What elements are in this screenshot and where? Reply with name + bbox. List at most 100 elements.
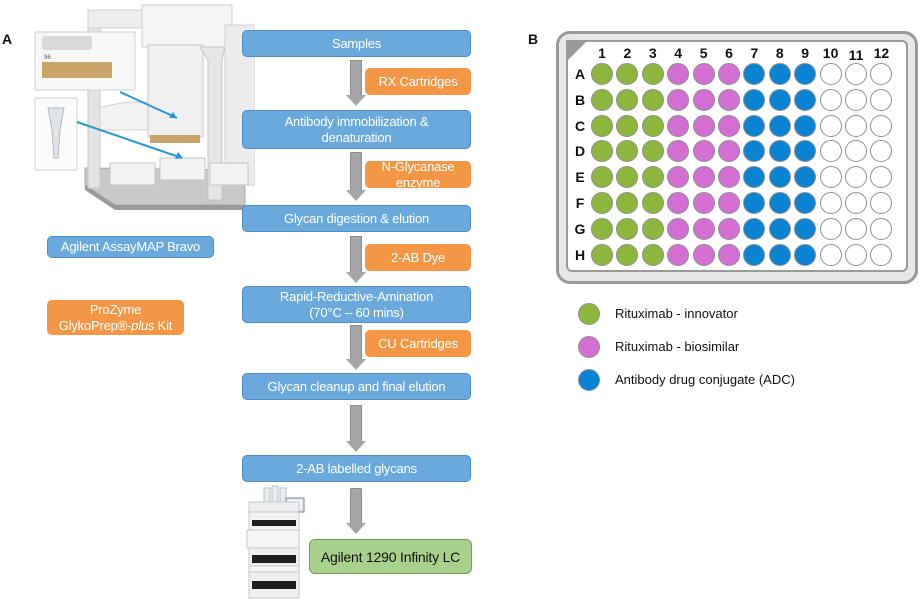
well-G10	[819, 217, 842, 240]
agilent-1290-lc-box: Agilent 1290 Infinity LC	[309, 539, 472, 574]
prozyme-kit-line1: ProZyme	[89, 301, 142, 317]
well-D1	[591, 140, 613, 163]
well-D7	[743, 140, 766, 163]
well-E4	[667, 166, 690, 189]
well-E11	[845, 166, 867, 189]
plate-row-label: G	[574, 220, 586, 237]
well-A9	[794, 63, 817, 85]
well-C3	[641, 114, 664, 137]
plate-column-label: 4	[674, 45, 683, 61]
plate-column-label: 2	[623, 45, 632, 61]
well-F4	[667, 192, 690, 214]
step-text: Glycan cleanup and final elution	[267, 378, 446, 394]
well-F12	[870, 192, 893, 214]
plate-row-label: A	[574, 66, 586, 82]
well-A11	[845, 63, 867, 85]
well-F3	[641, 192, 664, 214]
prozyme-kit-label: ProZyme GlykoPrep®-plus Kit	[47, 300, 184, 335]
well-C2	[616, 114, 639, 137]
reagent-n-glycanase: N-Glycanase enzyme	[365, 158, 471, 190]
step-text-line2: (70°C – 60 mins)	[309, 304, 404, 320]
well-C11	[845, 114, 867, 137]
reagent-text: CU Cartridges	[378, 335, 458, 351]
reagent-text: 2-AB Dye	[390, 249, 446, 265]
reagent-rx-cartridges: RX Cartridges	[365, 68, 471, 95]
panel-label-a: A	[2, 31, 13, 47]
well-A10	[819, 63, 842, 85]
well-H12	[870, 243, 893, 266]
well-D10	[819, 140, 842, 163]
well-A2	[616, 63, 639, 85]
workflow-step-immobilization: Antibody immobilization & denaturation	[242, 110, 471, 149]
step-text: Samples	[331, 35, 382, 51]
well-D9	[794, 140, 817, 163]
legend-label-adc: Antibody drug conjugate (ADC)	[615, 372, 795, 387]
well-F10	[819, 192, 842, 214]
plate-column-label: 6	[725, 45, 733, 61]
well-B10	[819, 88, 842, 111]
well-C4	[667, 114, 690, 137]
workflow-step-amination: Rapid-Reductive-Amination (70°C – 60 min…	[242, 286, 471, 323]
well-A8	[768, 63, 791, 85]
well-D3	[641, 140, 664, 163]
well-C7	[743, 114, 766, 137]
plate-column-label: 9	[801, 45, 810, 61]
legend-label-innovator: Rituximab - innovator	[615, 306, 738, 321]
well-B12	[870, 88, 893, 111]
well-C6	[718, 114, 740, 137]
legend-swatch-innovator	[578, 303, 600, 325]
well-C12	[870, 114, 893, 137]
well-E6	[718, 166, 740, 189]
plate-row-label: B	[574, 91, 586, 108]
well-G1	[591, 217, 613, 240]
flow-arrow-4	[346, 325, 366, 370]
reagent-text: N-Glycanase enzyme	[381, 158, 455, 190]
plate-row-label: F	[575, 195, 585, 211]
well-G9	[794, 217, 817, 240]
well-E7	[743, 166, 766, 189]
plate-row-label: E	[575, 169, 585, 186]
reagent-text: RX Cartridges	[378, 73, 458, 89]
plate-column-label: 8	[775, 45, 784, 61]
flow-arrow-3	[346, 236, 366, 283]
step-text: Glycan digestion & elution	[283, 210, 430, 226]
well-E8	[768, 166, 791, 189]
well-G4	[667, 217, 690, 240]
well-E2	[616, 166, 639, 189]
well-A12	[870, 63, 893, 85]
lc-system-illustration	[246, 485, 305, 599]
well-F8	[768, 192, 791, 214]
kit-name-prefix: GlykoPrep®-	[58, 317, 132, 333]
well-B11	[845, 88, 867, 111]
well-B9	[794, 88, 817, 111]
well-E1	[591, 166, 613, 189]
svg-text:96: 96	[44, 55, 51, 61]
well-D5	[692, 140, 715, 163]
workflow-step-labelled-glycans: 2-AB labelled glycans	[242, 455, 471, 482]
well-H8	[768, 243, 791, 266]
well-G6	[718, 217, 740, 240]
flow-arrow-6	[346, 488, 366, 534]
well-D12	[870, 140, 893, 163]
flow-arrow-1	[346, 60, 366, 106]
well-B7	[743, 88, 766, 111]
panel-label-b: B	[528, 31, 539, 47]
plate-column-label: 10	[822, 45, 839, 61]
plate-column-label: 11	[848, 47, 864, 63]
plate-column-label: 1	[598, 45, 606, 61]
well-A1	[591, 63, 613, 85]
well-G3	[641, 217, 664, 240]
well-E5	[692, 166, 715, 189]
well-E10	[819, 166, 842, 189]
well-F6	[718, 192, 740, 214]
legend-label-biosimilar: Rituximab - biosimilar	[615, 339, 740, 354]
well-C10	[819, 114, 842, 137]
plate-column-label: 12	[873, 45, 890, 61]
well-B2	[616, 88, 639, 111]
well-G11	[845, 217, 867, 240]
workflow-step-digestion: Glycan digestion & elution	[242, 205, 471, 232]
step-text: 2-AB labelled glycans	[296, 460, 417, 476]
plate-row-label: D	[574, 143, 586, 160]
well-H11	[845, 243, 867, 266]
kit-name-italic: plus	[131, 317, 155, 333]
